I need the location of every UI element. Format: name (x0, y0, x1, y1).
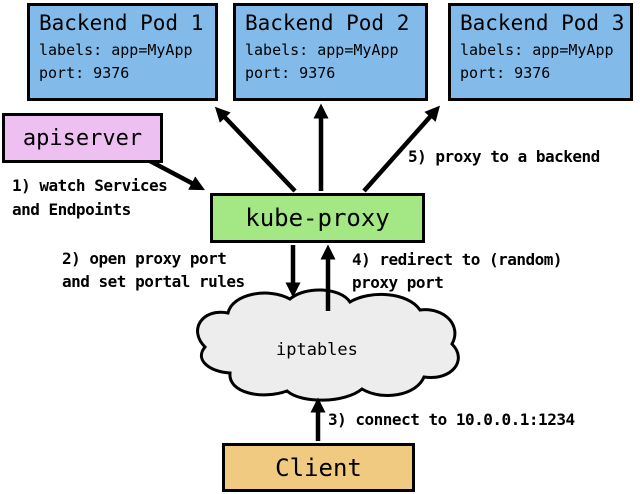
backend-pod-3-title: Backend Pod 3 (460, 11, 625, 35)
kube-proxy-box: kube-proxy (210, 193, 425, 243)
backend-pod-2-title: Backend Pod 2 (245, 11, 410, 35)
backend-pod-1-box: Backend Pod 1 labels: app=MyApp port: 93… (27, 3, 218, 101)
annotation-step3-connect: 3) connect to 10.0.0.1:1234 (328, 410, 575, 429)
annotation-step5-proxy-to-backend: 5) proxy to a backend (408, 147, 600, 166)
backend-pod-3-box: Backend Pod 3 labels: app=MyApp port: 93… (448, 3, 633, 101)
backend-pod-2-box: Backend Pod 2 labels: app=MyApp port: 93… (233, 3, 428, 101)
backend-pod-3-port: port: 9376 (460, 64, 551, 82)
backend-pod-2-port: port: 9376 (245, 64, 336, 82)
iptables-label: iptables (276, 340, 358, 360)
arrow-kubeproxy-to-pod1 (214, 106, 297, 193)
client-label: Client (275, 453, 362, 482)
backend-pod-1-labels: labels: app=MyApp (39, 41, 193, 59)
backend-pod-2-labels: labels: app=MyApp (245, 41, 399, 59)
annotation-step1-watch-services: 1) watch Services and Endpoints (12, 176, 168, 219)
apiserver-label: apiserver (22, 125, 143, 151)
backend-pod-1-title: Backend Pod 1 (39, 11, 204, 35)
annotation-step4-redirect: 4) redirect to (random) proxy port (352, 250, 563, 292)
arrow-kubeproxy-to-pod3 (362, 105, 440, 193)
iptables-cloud (196, 288, 460, 402)
annotation-step2-open-proxy-port: 2) open proxy port and set portal rules (62, 249, 245, 291)
apiserver-box: apiserver (2, 113, 163, 163)
kube-proxy-label: kube-proxy (245, 204, 390, 232)
backend-pod-1-port: port: 9376 (39, 64, 130, 82)
arrow-apiserver-to-kubeproxy (148, 159, 205, 191)
backend-pod-3-labels: labels: app=MyApp (460, 41, 614, 59)
client-box: Client (222, 443, 415, 492)
